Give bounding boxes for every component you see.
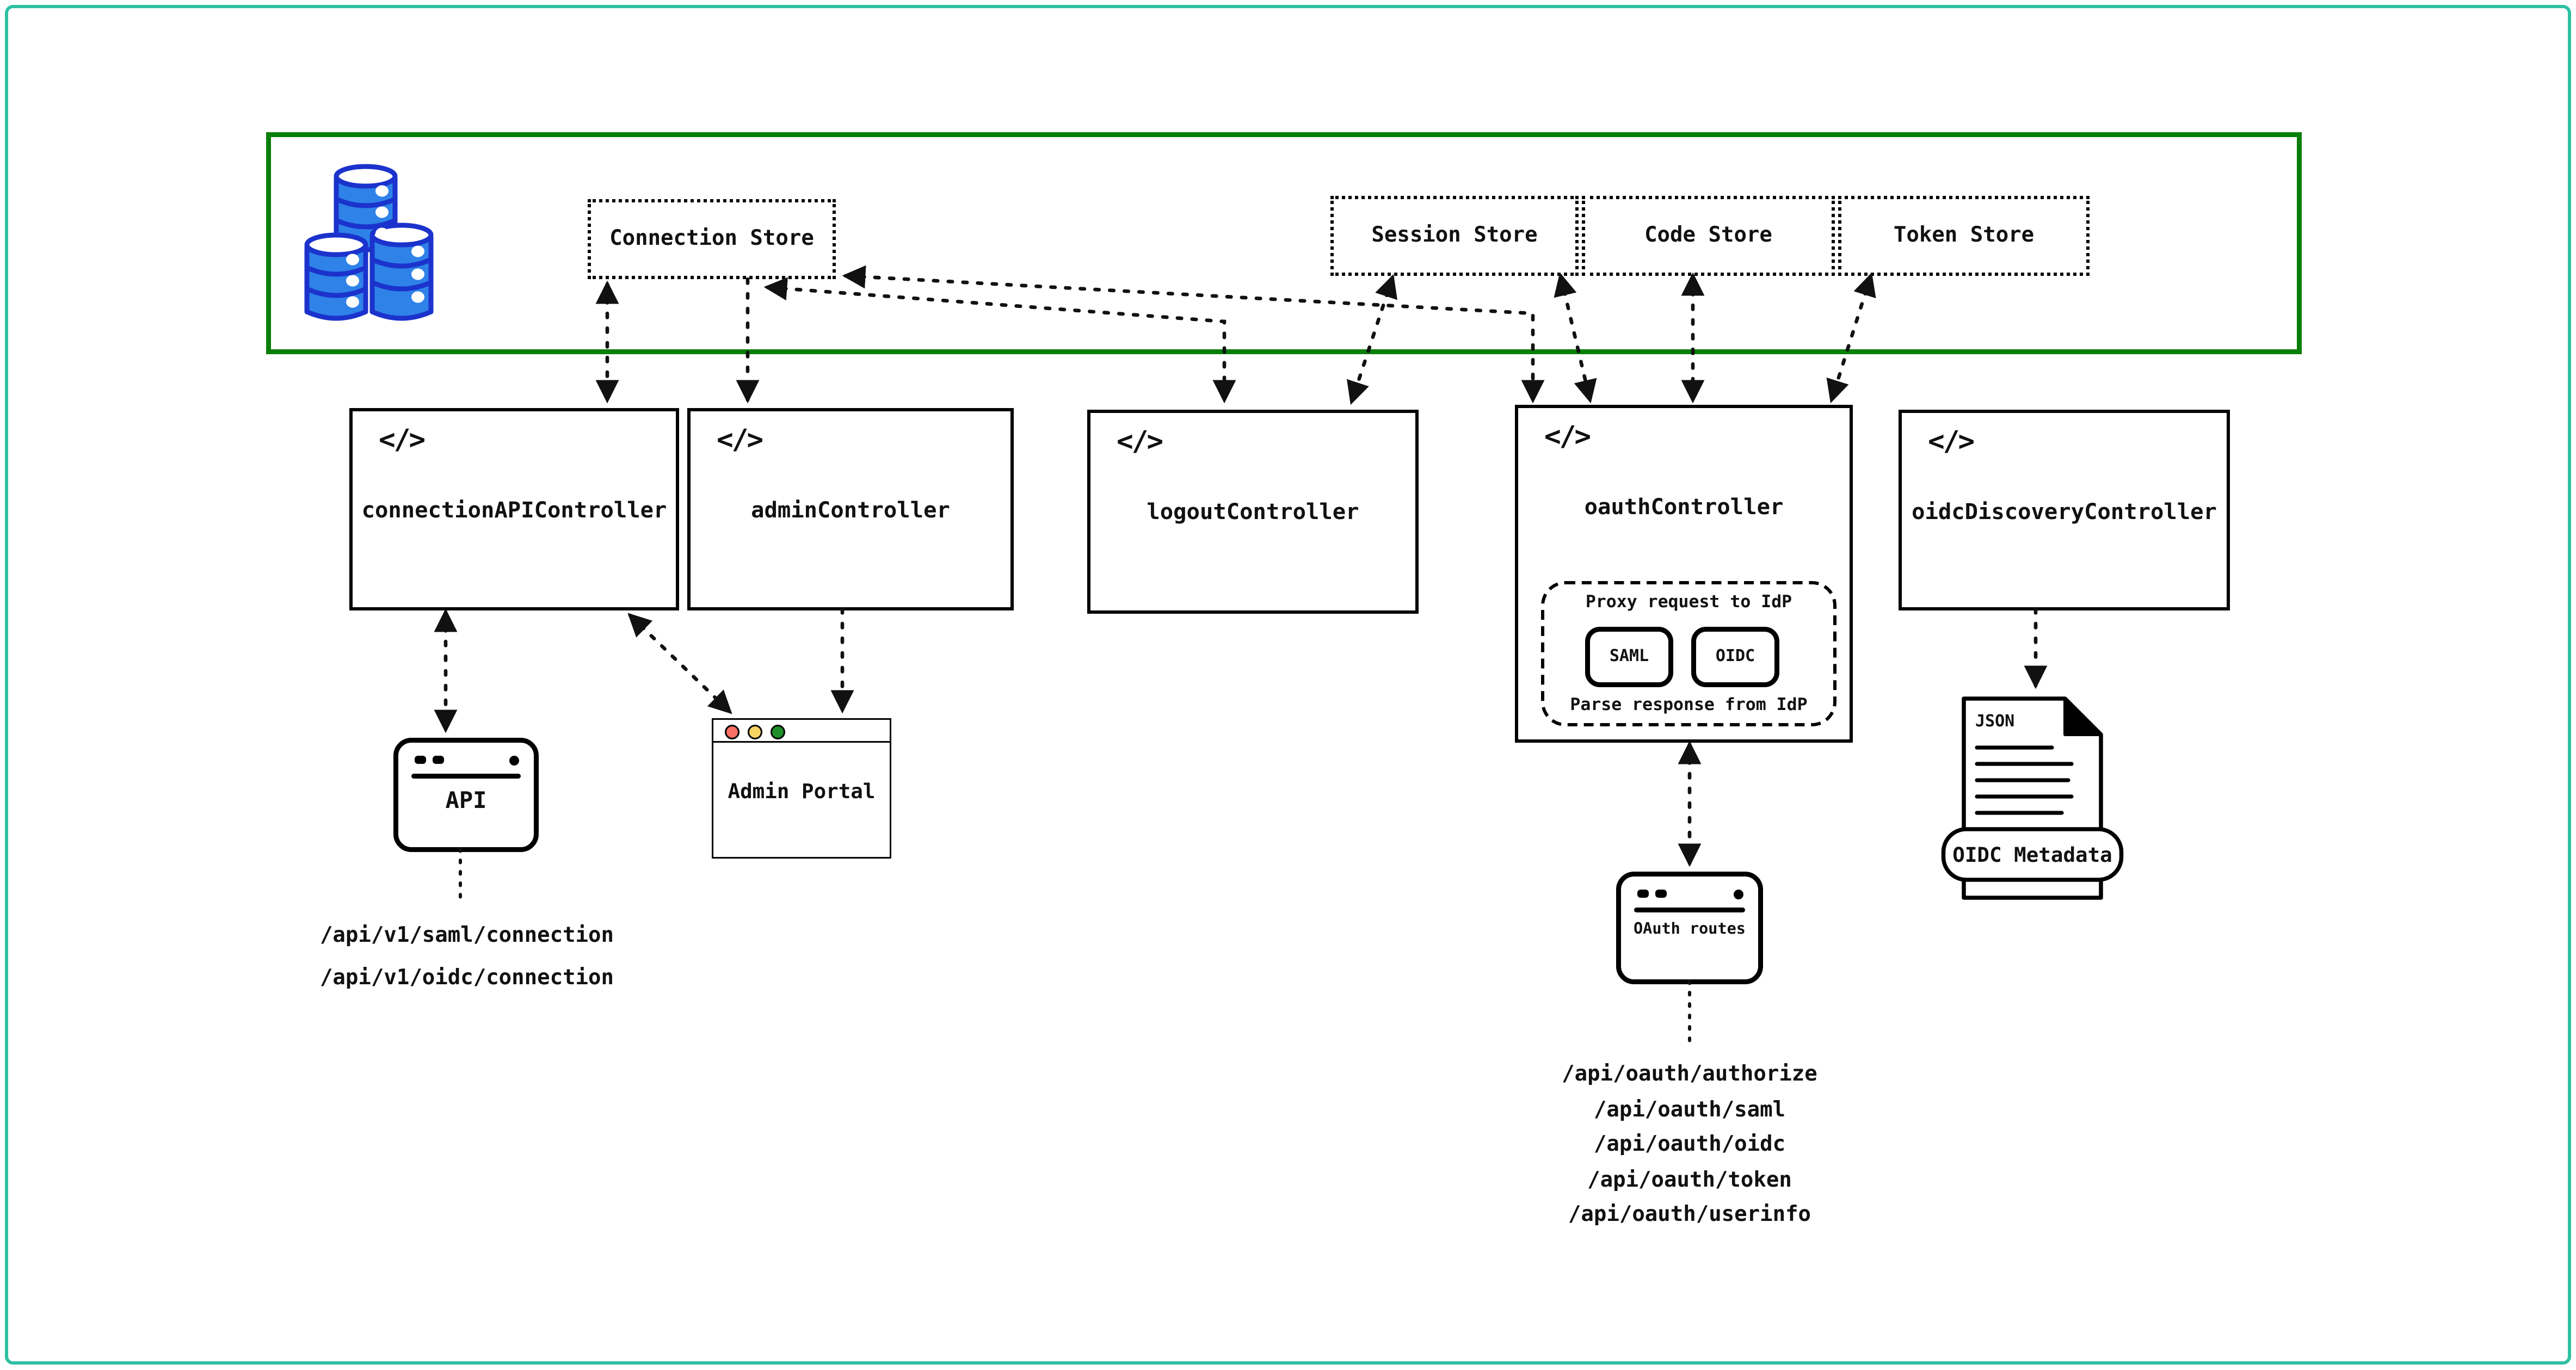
window-control-icon [433, 756, 444, 764]
store-session: Session Store [1330, 196, 1579, 276]
admin-portal-label: Admin Portal [728, 779, 876, 803]
endpoint-item: /api/v1/oidc/connection [319, 966, 614, 991]
store-connection: Connection Store [588, 199, 836, 279]
parse-response-label: Parse response from IdP [1570, 695, 1808, 715]
endpoint-item: /api/oauth/userinfo [1568, 1204, 1811, 1229]
controller-oauth: </> oauthController Proxy request to IdP… [1515, 405, 1853, 743]
endpoint-item: /api/oauth/oidc [1593, 1133, 1786, 1158]
code-icon: </> [1117, 426, 1163, 459]
maximize-icon [771, 725, 785, 739]
controller-logout-label: logoutController [1147, 499, 1359, 526]
store-code-label: Code Store [1644, 224, 1772, 248]
browser-titlebar [713, 720, 890, 743]
controller-oauth-label: oauthController [1584, 495, 1784, 521]
oidc-metadata-document-icon: JSON OIDC Metadata [1941, 696, 2124, 900]
api-window: API [393, 738, 539, 852]
oidc-metadata-label: OIDC Metadata [1952, 843, 2112, 867]
store-token-label: Token Store [1893, 224, 2035, 248]
arrow-connectionapi-adminportal [627, 613, 732, 714]
window-control-icon [1637, 890, 1649, 898]
endpoint-item: /api/oauth/token [1587, 1168, 1792, 1193]
minimize-icon [748, 725, 762, 739]
oauth-routes-label: OAuth routes [1634, 921, 1746, 939]
endpoint-item: /api/v1/saml/connection [319, 924, 614, 948]
controller-logout: </> logoutController [1087, 410, 1419, 614]
endpoint-item: /api/oauth/saml [1593, 1097, 1786, 1122]
window-titlebar-line [1634, 908, 1745, 912]
oidc-label: OIDC [1715, 648, 1755, 666]
code-icon: </> [717, 424, 763, 457]
close-icon [725, 725, 739, 739]
code-icon: </> [379, 424, 426, 457]
store-token: Token Store [1838, 196, 2090, 276]
admin-portal-window: Admin Portal [712, 718, 891, 859]
store-session-label: Session Store [1371, 224, 1538, 248]
controller-admin: </> adminController [687, 408, 1014, 610]
oidc-protocol-box: OIDC [1691, 627, 1779, 687]
oauth-routes-window: OAuth routes [1616, 872, 1763, 984]
oauth-endpoint-list: /api/oauth/authorize /api/oauth/saml /ap… [1526, 1058, 1853, 1234]
store-connection-label: Connection Store [609, 227, 814, 251]
saml-label: SAML [1609, 648, 1649, 666]
api-endpoint-list: /api/v1/saml/connection /api/v1/oidc/con… [304, 916, 630, 1001]
controller-oidc-discovery: </> oidcDiscoveryController [1899, 410, 2230, 610]
window-control-icon [1655, 890, 1667, 898]
controller-connection-api: </> connectionAPIController [349, 408, 679, 610]
code-icon: </> [1928, 426, 1975, 459]
window-titlebar-line [411, 774, 521, 779]
store-code: Code Store [1582, 196, 1835, 276]
window-control-icon [509, 756, 519, 766]
window-control-icon [415, 756, 426, 764]
json-file-type-label: JSON [1975, 712, 2014, 731]
controller-oidc-discovery-label: oidcDiscoveryController [1912, 499, 2217, 526]
database-icon [304, 164, 434, 321]
api-window-label: API [445, 788, 487, 814]
controller-admin-label: adminController [751, 498, 950, 524]
idp-proxy-box: Proxy request to IdP SAML OIDC Parse res… [1541, 581, 1837, 726]
controller-connection-api-label: connectionAPIController [361, 498, 667, 524]
endpoint-item: /api/oauth/authorize [1562, 1063, 1817, 1087]
proxy-request-label: Proxy request to IdP [1585, 593, 1792, 612]
code-icon: </> [1544, 421, 1591, 454]
saml-protocol-box: SAML [1585, 627, 1673, 687]
window-control-icon [1734, 890, 1743, 899]
